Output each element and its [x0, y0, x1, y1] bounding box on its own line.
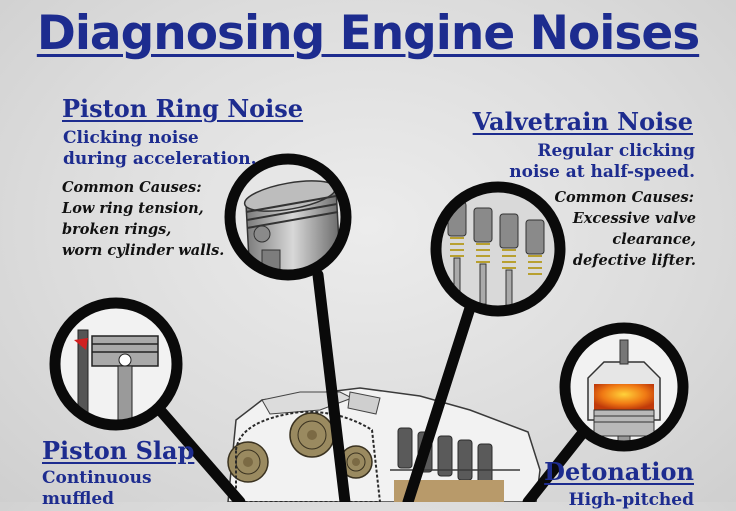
detonation-callout: [559, 322, 689, 452]
piston-ring-description: Clicking noise during acceleration.: [63, 128, 257, 169]
valvetrain-heading: Valvetrain Noise: [472, 107, 693, 136]
valvetrain-causes-label: Common Causes:: [554, 189, 694, 206]
pointer-line-valvetrain: [402, 302, 476, 502]
piston-ring-heading: Piston Ring Noise: [62, 94, 304, 123]
detonation-heading: Detonation: [544, 457, 694, 486]
piston-ring-causes-label: Common Causes:: [62, 179, 202, 196]
valvetrain-callout: [430, 181, 566, 317]
piston-slap-description: Continuous muffled: [42, 468, 152, 509]
valvetrain-causes: Excessive valve clearance, defective lif…: [572, 210, 696, 269]
pointer-line-piston-ring: [312, 269, 351, 502]
valvetrain-description: Regular clicking noise at half-speed.: [509, 141, 695, 182]
piston-ring-callout: [224, 153, 352, 281]
piston-slap-heading: Piston Slap: [42, 436, 195, 465]
piston-slap-callout: [49, 297, 183, 431]
pointer-line-piston-slap: [154, 404, 246, 502]
engine-block-icon: [227, 387, 541, 502]
piston-ring-causes: Low ring tension, broken rings, worn cyl…: [62, 200, 225, 259]
page-title: Diagnosing Engine Noises: [36, 6, 700, 61]
detonation-description: High-pitched: [568, 490, 694, 510]
pointer-line-detonation: [522, 424, 591, 502]
